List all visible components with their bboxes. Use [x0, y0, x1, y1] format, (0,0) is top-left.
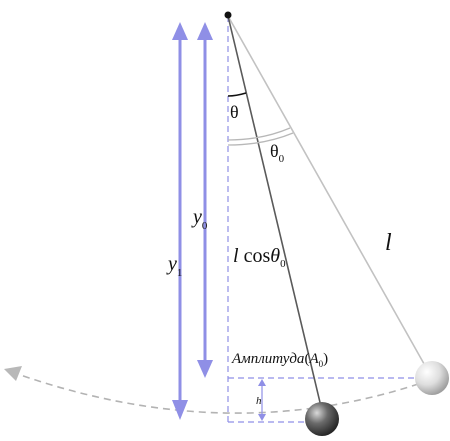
displaced-bob	[415, 361, 449, 395]
h-arrow	[258, 379, 266, 421]
l-cos-theta0-label: l cosθ0	[233, 245, 286, 270]
string-length-label: l	[385, 230, 392, 256]
y0-arrow	[197, 22, 213, 378]
theta-label: θ	[230, 102, 239, 122]
theta0-angle-arc-inner	[227, 127, 291, 141]
pivot-point	[224, 11, 232, 19]
swing-arc-arrowhead	[4, 366, 22, 381]
h-label: h	[256, 395, 262, 407]
theta0-label: θ0	[270, 141, 285, 165]
swing-arc	[11, 371, 431, 414]
theta0-angle-arc-outer	[227, 132, 294, 146]
theta-angle-arc	[227, 92, 247, 97]
hanging-bob	[305, 402, 339, 436]
displaced-string	[227, 15, 433, 379]
hanging-string	[227, 15, 324, 416]
y0-label: y0	[191, 206, 208, 232]
amplitude-label: Амплитуда(A0)	[231, 351, 328, 369]
y1-label: y1	[166, 253, 182, 279]
y1-arrow	[172, 22, 188, 420]
